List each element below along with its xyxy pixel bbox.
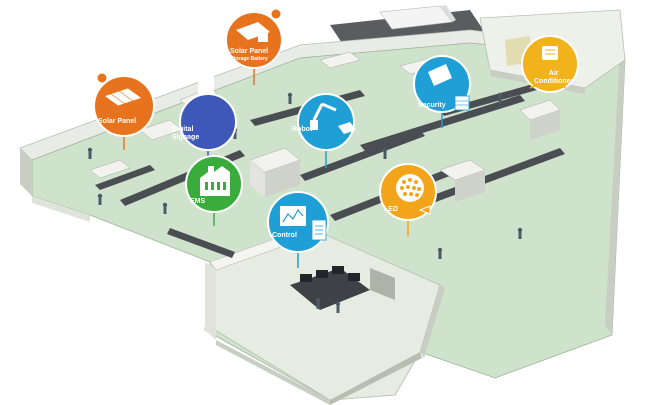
solar-panel-badge[interactable] <box>93 72 155 150</box>
control-chart-icon <box>280 206 327 241</box>
solar-panel-battery-title: Solar Panel <box>230 48 269 55</box>
solar-panel-icon <box>96 72 143 107</box>
security-badge[interactable] <box>413 55 471 128</box>
workers <box>87 92 523 313</box>
factory-ems-icon <box>200 166 230 196</box>
digital-signage-line2: Signage <box>172 134 200 141</box>
air-conditioner-icon <box>529 46 567 91</box>
solar-panel-label: Solar Panel <box>98 118 137 125</box>
led-label: LED <box>384 206 398 213</box>
air-conditioner-badge[interactable] <box>521 35 579 93</box>
led-badge[interactable] <box>379 163 437 236</box>
digital-signage-label: Digital Signage <box>172 126 199 142</box>
control-room-floor <box>214 227 441 401</box>
robot-badge[interactable] <box>297 93 356 168</box>
led-light-icon <box>396 174 431 215</box>
control-label: Control <box>272 232 297 239</box>
right-wall <box>605 48 625 335</box>
control-badge[interactable] <box>267 191 329 268</box>
left-wall <box>20 148 32 196</box>
air-conditioner-line1: Air <box>548 70 559 77</box>
solar-battery-icon <box>236 8 282 42</box>
signage-display-icon <box>198 69 214 97</box>
ems-label: EMS <box>190 198 206 205</box>
solar-panel-battery-label: Solar Panel Storage Battery <box>230 48 268 62</box>
air-conditioner-label: Air Conditioner <box>534 70 573 86</box>
security-label: Security <box>418 102 446 109</box>
digital-signage-badge[interactable] <box>179 69 237 168</box>
digital-signage-line1: Digital <box>172 126 194 133</box>
solar-panel-battery-badge[interactable] <box>225 8 283 85</box>
storage-battery-sublabel: Storage Battery <box>230 56 268 62</box>
robot-arm-icon <box>310 102 356 134</box>
ems-badge[interactable] <box>185 155 243 226</box>
security-camera-icon <box>428 64 470 111</box>
air-conditioner-line2: Conditioner <box>534 78 574 85</box>
robot-label: Robot <box>292 126 313 133</box>
